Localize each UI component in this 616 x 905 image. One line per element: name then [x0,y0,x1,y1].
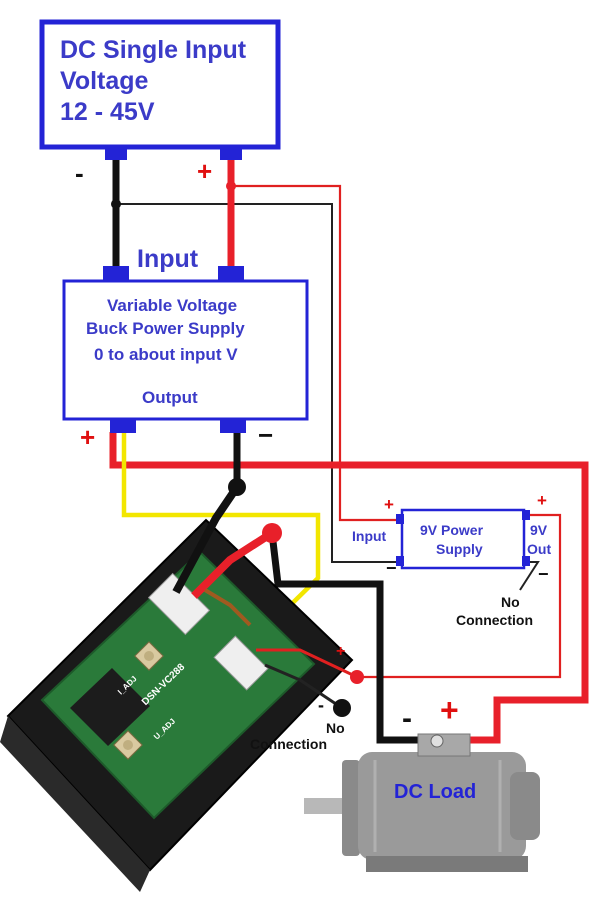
nine-v-input-label: Input [352,528,387,544]
buck-input-label: Input [137,245,199,273]
source-negative-sign: - [75,158,84,188]
motor-shaft [304,798,346,814]
buck-output-positive-terminal [110,419,136,433]
motor-base [366,856,528,872]
source-positive-sign: + [197,156,213,186]
nine-v-out-positive-sign: + [537,491,547,510]
thin-black-wire-9v-out [519,561,540,591]
buck-output-label: Output [142,388,198,407]
nine-v-in-positive-sign: + [384,495,394,514]
load-positive-sign: + [440,692,459,728]
meter-positive-sign: + [336,643,346,660]
nine-v-in-pos-terminal [396,514,404,524]
voltmeter-ammeter-module [0,484,358,892]
buck-output-positive-sign: + [80,422,96,452]
meter-black-junction-dot [228,478,246,496]
buck-output-negative-sign: − [258,420,274,450]
no-connection-meter-line2: Connection [250,736,327,752]
buck-input-negative-terminal [103,266,129,281]
dc-load-motor [304,733,540,872]
meter-chip [70,668,150,746]
source-title-line2: Voltage [60,67,149,95]
yellow-sense-wire [121,432,321,642]
junction-dot-source-positive [226,181,236,191]
meter-front-face [0,716,150,892]
buck-title-line2: Buck Power Supply [86,319,245,338]
meter-red-wire [191,529,275,599]
meter-thin-red-junction-dot [350,670,364,684]
motor-front-flange [342,760,360,856]
nine-v-out-pos-terminal [522,510,530,520]
source-title-line1: DC Single Input [60,36,247,64]
current-trim-pot-screw [144,651,154,661]
buck-input-positive-terminal [218,266,244,281]
meter-negative-to-load-wire [268,532,425,744]
voltage-trim-pot-screw [123,740,133,750]
source-box [39,19,281,150]
thin-red-wire-9v-out [357,513,562,679]
nine-v-title-line1: 9V Power [420,522,484,538]
meter-no-connection-dot [333,699,351,717]
buck-positive-to-load-wire [109,432,589,744]
motor-body [358,752,526,860]
no-connection-meter-line1: No [326,720,345,736]
buck-title-line3: 0 to about input V [94,345,238,364]
nine-v-out-label-line1: 9V [530,522,548,538]
buck-output-negative-terminal [220,419,246,433]
meter-thin-connector [213,635,269,691]
no-connection-right-line2: Connection [456,612,533,628]
thin-black-wire-9v-input [116,203,398,563]
nine-v-out-negative-sign: − [538,564,549,584]
nine-v-out-neg-terminal [522,556,530,566]
buck-title-line1: Variable Voltage [107,296,238,315]
junction-dot-source-negative [111,199,121,209]
no-connection-right-line1: No [501,594,520,610]
meter-thin-red-wire [256,648,358,679]
meter-thin-black-wire [264,663,343,710]
thin-red-wire-9v-input [231,184,398,522]
nine-v-title-line2: Supply [436,541,483,557]
meter-thick-connector [147,572,211,636]
dc-load-label: DC Load [394,781,477,803]
source-positive-terminal [220,146,242,160]
meter-brown-wire [203,588,252,627]
nine-v-in-neg-terminal [396,556,404,566]
meter-black-wire [172,484,241,594]
motor-terminal-screw [430,734,444,748]
meter-red-junction-dot [262,523,282,543]
source-negative-terminal [105,146,127,160]
source-voltage-range: 12 - 45V [60,98,155,126]
buck-box [62,279,309,421]
nine-v-box [400,508,526,570]
motor-terminal-box [417,733,471,757]
load-negative-sign: - [402,702,412,735]
nine-v-out-label-line2: Out [527,541,552,557]
meter-negative-sign: - [318,695,324,715]
nine-v-in-negative-sign: − [386,558,397,578]
motor-end-cap [510,772,540,840]
